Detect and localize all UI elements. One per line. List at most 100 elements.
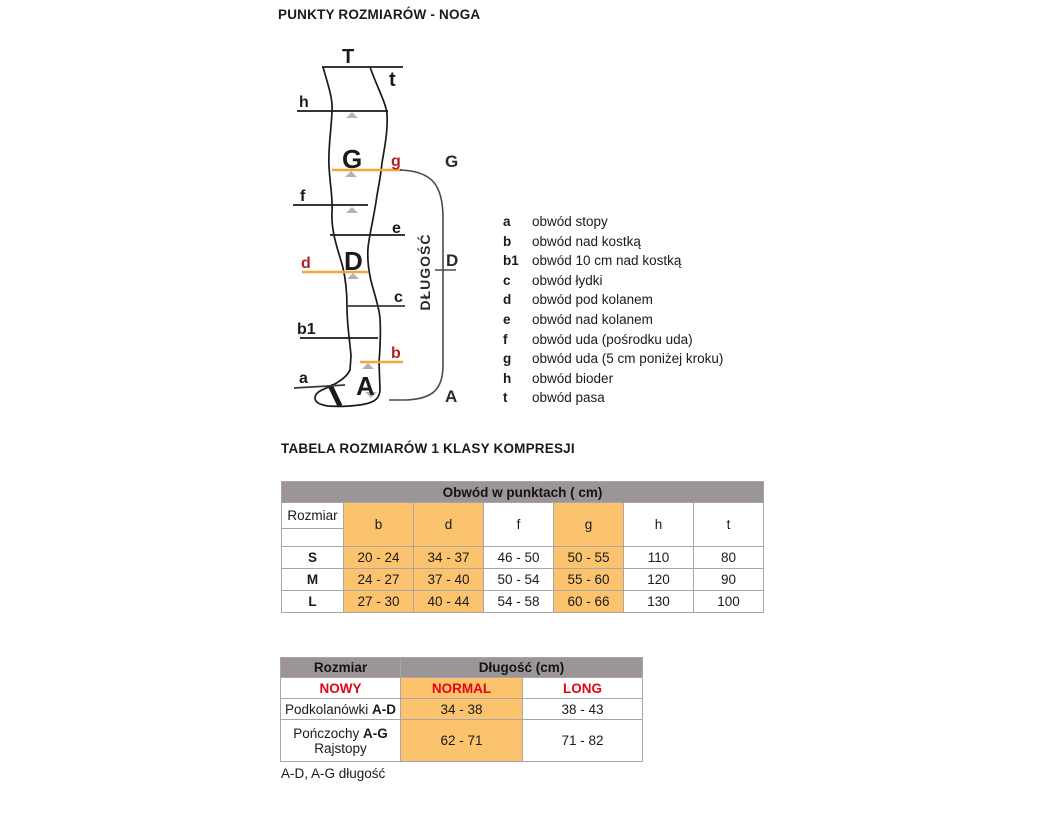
subheader-nowy: NOWY (280, 677, 401, 699)
table-row-ponczochy-rajstopy: Pończochy A-G Rajstopy 62 - 71 71 - 82 (280, 719, 644, 762)
legend-text: obwód 10 cm nad kostką (532, 253, 682, 269)
long-value: 71 - 82 (521, 719, 644, 762)
bracket-label-A: A (445, 387, 457, 406)
legend-text: obwód stopy (532, 214, 608, 229)
legend-key: t (503, 390, 508, 406)
measurement-legend: a obwód stopy b obwód nad kostką b1 obwó… (503, 212, 723, 408)
table-footnote: A-D, A-G długość (281, 766, 386, 781)
legend-text: obwód nad kolanem (532, 311, 653, 327)
label-t: t (389, 69, 396, 91)
bracket-label-D: D (446, 251, 458, 270)
legend-item-d: d obwód pod kolanem (503, 290, 723, 310)
table-row-M: M 24 - 27 37 - 40 50 - 54 55 - 60 120 90 (281, 568, 765, 591)
marker-h-icon (346, 112, 358, 118)
legend-key: a (503, 214, 511, 229)
normal-value: 34 - 38 (400, 698, 523, 720)
legend-key: h (503, 370, 512, 386)
legend-text: obwód pod kolanem (532, 292, 653, 308)
label-zone-G: G (342, 144, 362, 174)
marker-d-icon (347, 273, 359, 279)
marker-g-icon (345, 171, 357, 177)
value-h: 120 (623, 568, 694, 591)
label-zone-D: D (344, 246, 363, 276)
value-g: 55 - 60 (553, 568, 624, 591)
value-f: 46 - 50 (483, 546, 554, 569)
length-table: Rozmiar Długość (cm) NOWY NORMAL LONG Po… (280, 657, 644, 762)
legend-item-a: a obwód stopy (503, 212, 723, 232)
legend-key: b1 (503, 253, 519, 269)
value-f: 54 - 58 (483, 590, 554, 613)
label-g: g (391, 153, 401, 170)
leg-outline (314, 66, 389, 408)
long-value: 38 - 43 (521, 698, 644, 720)
value-b: 27 - 30 (343, 590, 414, 613)
value-h: 110 (623, 546, 694, 569)
product-label: Pończochy A-G Rajstopy (280, 719, 401, 762)
toe-band (327, 383, 343, 408)
marker-A-icon (365, 392, 377, 398)
label-f: f (300, 188, 306, 205)
value-t: 100 (692, 590, 765, 613)
col-header-h: h (623, 502, 694, 547)
value-d: 34 - 37 (413, 546, 484, 569)
value-d: 40 - 44 (413, 590, 484, 613)
legend-key: c (503, 272, 511, 288)
legend-item-b: b obwód nad kostką (503, 232, 723, 252)
product-name: Pończochy (293, 725, 360, 741)
size-label: M (281, 568, 344, 591)
value-t: 90 (692, 568, 765, 591)
label-b: b (391, 345, 401, 362)
value-b: 24 - 27 (343, 568, 414, 591)
label-T: T (342, 46, 354, 68)
table-row-S: S 20 - 24 34 - 37 46 - 50 50 - 55 110 80 (281, 546, 765, 569)
col-header-f: f (483, 502, 554, 547)
product-name: Podkolanówki (284, 701, 369, 717)
circumference-table-header: Obwód w punktach ( cm) (280, 481, 765, 503)
value-g: 60 - 66 (553, 590, 624, 613)
legend-item-t: t obwód pasa (503, 388, 723, 408)
value-g: 50 - 55 (553, 546, 624, 569)
label-a: a (299, 370, 308, 387)
value-h: 130 (623, 590, 694, 613)
legend-key: d (503, 292, 512, 308)
label-e: e (392, 220, 401, 237)
size-table-title: TABELA ROZMIARÓW 1 KLASY KOMPRESJI (281, 441, 575, 456)
normal-value: 62 - 71 (400, 719, 523, 762)
col-header-g: g (553, 502, 624, 547)
length-axis-label: DŁUGOŚĆ (416, 234, 433, 311)
length-bracket (389, 169, 444, 401)
legend-key: b (503, 233, 512, 249)
length-table-length-header: Długość (cm) (399, 657, 644, 678)
label-h: h (299, 94, 309, 111)
product-range: A-D (372, 701, 397, 717)
product-name-line2: Rajstopy (314, 740, 367, 756)
value-b: 20 - 24 (343, 546, 414, 569)
line-a (293, 384, 346, 389)
col-header-t: t (692, 502, 765, 547)
col-header-b: b (343, 502, 414, 547)
legend-item-h: h obwód bioder (503, 369, 723, 389)
value-f: 50 - 54 (483, 568, 554, 591)
leg-measurement-diagram: T t h G g f e d D c b1 b a A G D A DŁUGO… (293, 46, 458, 408)
legend-text: obwód uda (5 cm poniżej kroku) (532, 351, 724, 367)
legend-text: obwód bioder (532, 370, 614, 386)
value-d: 37 - 40 (413, 568, 484, 591)
product-label: Podkolanówki A-D (280, 698, 401, 720)
legend-key: g (503, 351, 512, 367)
label-c: c (394, 289, 403, 306)
legend-item-b1: b1 obwód 10 cm nad kostką (503, 251, 723, 271)
legend-key: f (503, 331, 508, 347)
marker-f-icon (346, 207, 358, 213)
legend-text: obwód nad kostką (532, 233, 641, 249)
legend-item-c: c obwód łydki (503, 271, 723, 291)
bracket-label-G: G (445, 152, 458, 171)
legend-item-g: g obwód uda (5 cm poniżej kroku) (503, 349, 723, 369)
circumference-table: Obwód w punktach ( cm) Rozmiar b d f g h… (280, 481, 765, 613)
page-title: PUNKTY ROZMIARÓW - NOGA (278, 7, 481, 22)
subheader-normal: NORMAL (400, 677, 523, 699)
legend-key: e (503, 311, 511, 327)
length-table-size-header: Rozmiar (280, 657, 401, 678)
legend-text: obwód pasa (532, 390, 605, 406)
label-b1: b1 (297, 321, 316, 338)
legend-text: obwód łydki (532, 272, 603, 288)
